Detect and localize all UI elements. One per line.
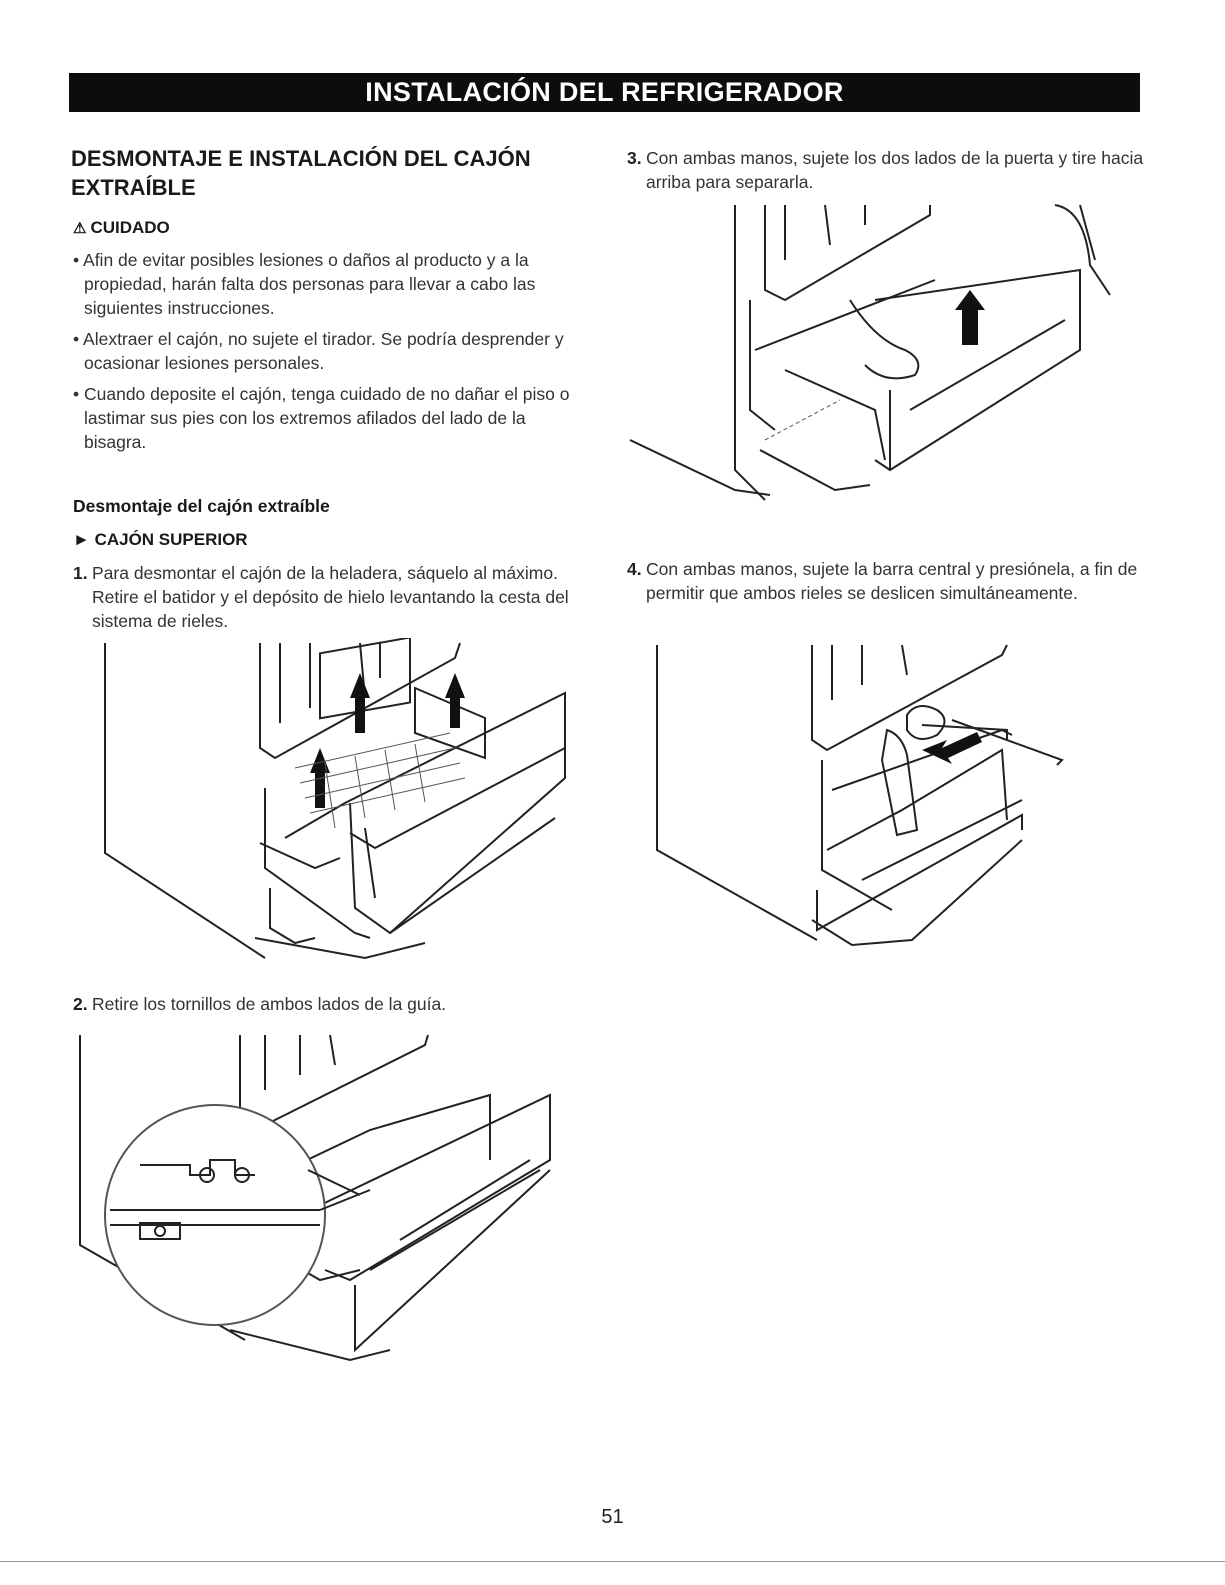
section-title-line2: EXTRAÍBLE [71,175,196,200]
illustration-step-4 [652,640,1072,960]
step-text: Con ambas manos, sujete los dos lados de… [646,148,1144,192]
step-number: 2. [73,994,88,1014]
step-number: 3. [627,148,642,168]
footer-divider [0,1561,1225,1562]
illustration-step-1 [95,638,575,978]
step-2: 2. Retire los tornillos de ambos lados d… [73,992,573,1016]
page-number: 51 [601,1506,624,1528]
step-4: 4. Con ambas manos, sujete la barra cent… [627,557,1147,605]
removal-heading: Desmontaje del cajón extraíble [73,496,330,516]
caution-bullet: • Alextraer el cajón, no sujete el tirad… [73,329,564,373]
fridge-drawer-basket-icon [104,638,566,960]
warning-icon: ⚠ [73,220,87,237]
page-banner: INSTALACIÓN DEL REFRIGERADOR [69,73,1140,112]
upper-drawer-label: CAJÓN SUPERIOR [94,530,248,549]
section-title: DESMONTAJE E INSTALACIÓN DEL CAJÓN EXTRA… [71,144,591,202]
step-text: Con ambas manos, sujete la barra central… [646,559,1138,603]
step-1: 1. Para desmontar el cajón de la helader… [73,561,573,633]
press-center-bar-icon [656,644,1064,947]
caution-heading: ⚠CUIDADO [73,218,170,238]
illustration-step-3 [625,200,1115,510]
step-text: Para desmontar el cajón de la heladera, … [92,563,569,631]
step-text: Retire los tornillos de ambos lados de l… [92,994,447,1014]
caution-bullet: • Afin de evitar posibles lesiones o dañ… [73,250,536,318]
triangle-right-icon: ► [73,530,90,549]
step-number: 1. [73,563,88,583]
caution-label: CUIDADO [90,218,170,237]
step-number: 4. [627,559,642,579]
illustration-step-2 [70,1030,570,1370]
step-3: 3. Con ambas manos, sujete los dos lados… [627,146,1147,194]
upper-drawer-heading: ► CAJÓN SUPERIOR [73,530,248,550]
caution-list: • Afin de evitar posibles lesiones o dañ… [73,248,588,461]
rail-screw-detail-icon [79,1034,551,1362]
section-title-line1: DESMONTAJE E INSTALACIÓN DEL CAJÓN [71,146,531,171]
lift-drawer-door-icon [629,204,1111,501]
caution-bullet: • Cuando deposite el cajón, tenga cuidad… [73,384,570,452]
